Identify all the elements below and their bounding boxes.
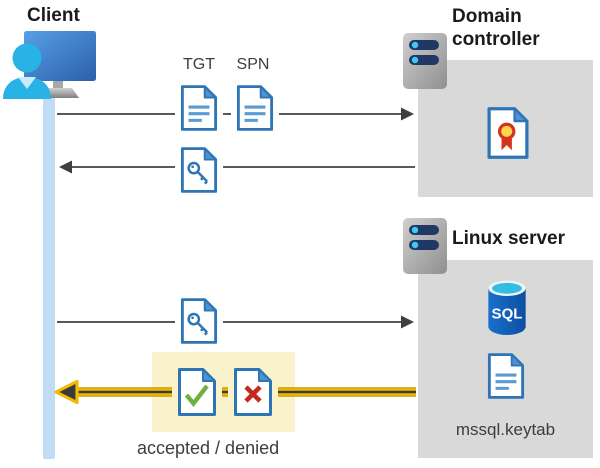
arrow-client-to-linux bbox=[57, 315, 414, 329]
document-icon bbox=[236, 85, 274, 131]
server-icon bbox=[403, 218, 447, 274]
key-document-icon bbox=[175, 292, 223, 350]
tgt-label: TGT bbox=[183, 56, 215, 73]
result-label: accepted / denied bbox=[137, 438, 280, 458]
x-document-icon bbox=[234, 368, 272, 416]
client-heading: Client bbox=[27, 5, 80, 26]
document-icon bbox=[180, 85, 218, 131]
key-document-icon bbox=[180, 147, 218, 193]
key-document-icon bbox=[180, 298, 218, 344]
check-document-icon bbox=[172, 362, 222, 422]
sql-database-icon: SQL bbox=[488, 280, 526, 335]
tgt-document-icon bbox=[175, 79, 223, 137]
client-lifeline-bar bbox=[43, 93, 55, 459]
check-document-icon bbox=[178, 368, 216, 416]
x-document-icon bbox=[228, 362, 278, 422]
domain-controller-heading: Domain controller bbox=[452, 6, 540, 51]
spn-document-icon bbox=[231, 79, 279, 137]
spn-label: SPN bbox=[236, 56, 270, 73]
keytab-filename-label: mssql.keytab bbox=[455, 420, 556, 439]
sql-label: SQL bbox=[492, 305, 523, 322]
client-user-monitor-icon bbox=[3, 31, 96, 99]
linux-server-heading: Linux server bbox=[452, 228, 565, 249]
key-document-icon bbox=[175, 141, 223, 199]
server-icon bbox=[403, 33, 447, 89]
arrow-dc-to-client bbox=[59, 160, 415, 174]
keytab-document-icon bbox=[487, 353, 525, 399]
certificate-document-icon bbox=[487, 107, 529, 159]
arrow-client-to-dc bbox=[57, 107, 414, 121]
